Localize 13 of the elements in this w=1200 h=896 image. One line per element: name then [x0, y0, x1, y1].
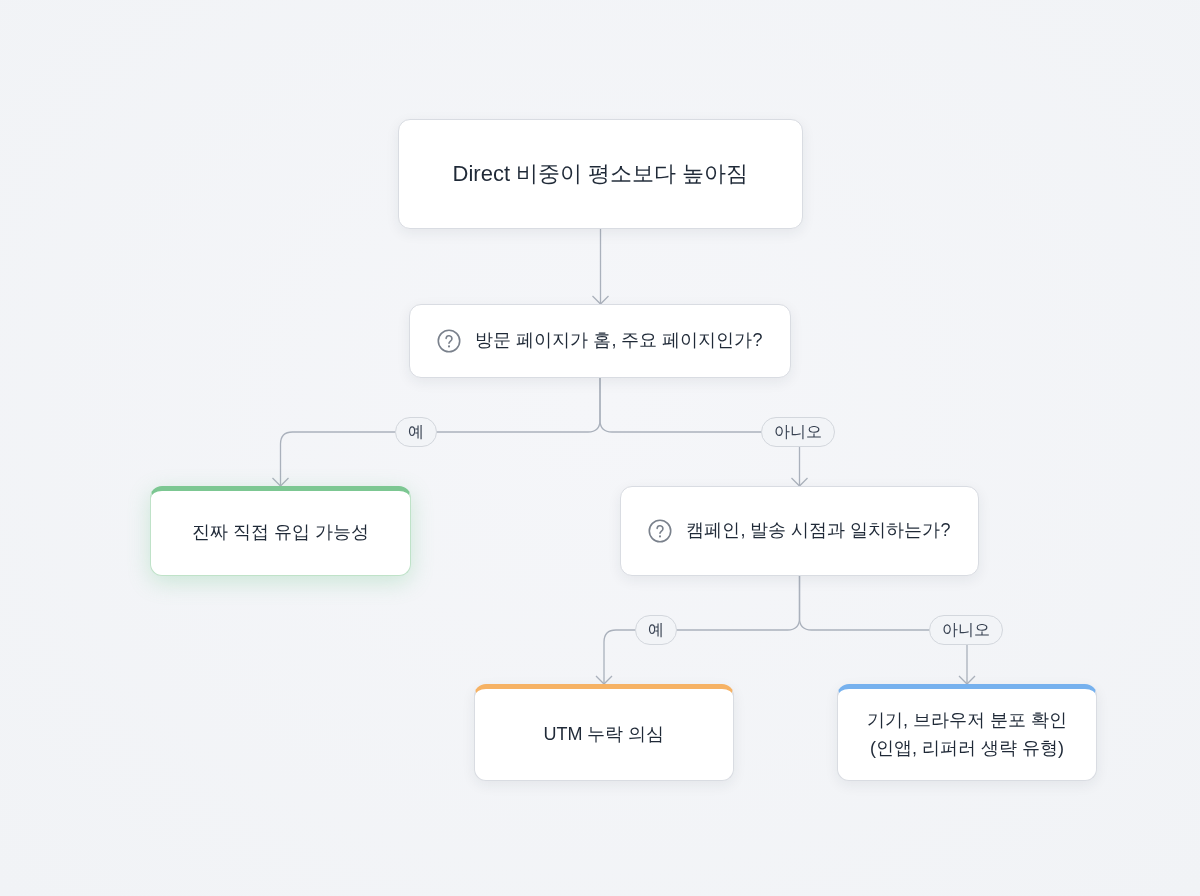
question-text: 방문 페이지가 홈, 주요 페이지인가?	[475, 329, 763, 353]
outcome-box: 기기, 브라우저 분포 확인 (인앱, 리퍼러 생략 유형)	[837, 684, 1097, 781]
edge-label: 아니오	[761, 417, 835, 447]
edge-label: 아니오	[929, 615, 1003, 645]
outcome-box: 진짜 직접 유입 가능성	[150, 486, 411, 576]
arrow	[591, 228, 610, 305]
question-text: 캠페인, 발송 시점과 일치하는가?	[686, 519, 951, 543]
outcome-box: UTM 누락 의심	[474, 684, 734, 781]
decision-box	[409, 304, 791, 378]
edge-label: 예	[395, 417, 437, 447]
start-box: Direct 비중이 평소보다 높아짐	[398, 119, 803, 229]
edge-label: 예	[635, 615, 677, 645]
decision-box	[620, 486, 979, 576]
